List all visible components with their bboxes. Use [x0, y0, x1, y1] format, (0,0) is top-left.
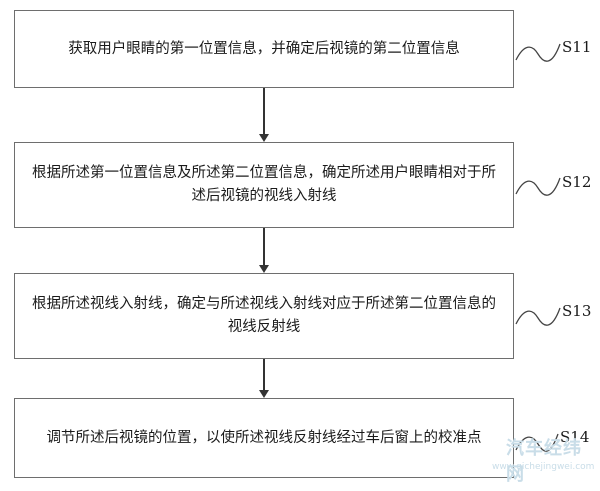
flow-arrow-1: [259, 88, 269, 142]
step-text-s13: 根据所述视线入射线，确定与所述视线入射线对应于所述第二位置信息的视线反射线: [32, 296, 496, 335]
step-label-s12: S12: [562, 173, 592, 191]
leader-wave-s12: [515, 177, 561, 196]
flow-arrow-3: [259, 359, 269, 398]
watermark-url: www.qichejingwei.com: [492, 462, 595, 472]
leader-wave-s13: [515, 307, 561, 326]
step-label-s13: S13: [562, 302, 592, 320]
step-label-s11: S11: [562, 38, 592, 56]
step-box-s12: 根据所述第一位置信息及所述第二位置信息，确定所述用户眼睛相对于所述后视镜的视线入…: [14, 142, 514, 228]
flow-arrow-2: [259, 228, 269, 273]
step-box-s11: 获取用户眼睛的第一位置信息，并确定后视镜的第二位置信息: [14, 10, 514, 88]
step-text-s14: 调节所述后视镜的位置，以使所述视线反射线经过车后窗上的校准点: [46, 429, 482, 446]
step-box-s13: 根据所述视线入射线，确定与所述视线入射线对应于所述第二位置信息的视线反射线: [14, 273, 514, 359]
leader-wave-s14: [515, 433, 559, 452]
step-box-s14: 调节所述后视镜的位置，以使所述视线反射线经过车后窗上的校准点: [14, 398, 514, 478]
watermark-name: 汽车经纬网: [506, 438, 582, 485]
step-label-s14: S14: [560, 428, 590, 446]
step-text-s11: 获取用户眼睛的第一位置信息，并确定后视镜的第二位置信息: [68, 40, 460, 57]
leader-wave-s11: [515, 43, 561, 62]
step-text-s12: 根据所述第一位置信息及所述第二位置信息，确定所述用户眼睛相对于所述后视镜的视线入…: [32, 165, 496, 204]
